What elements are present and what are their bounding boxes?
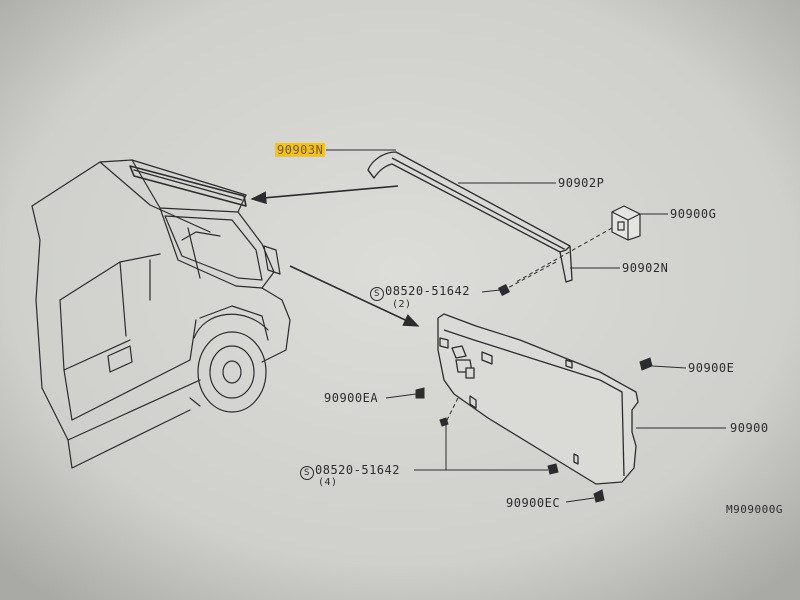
screw-top-part: 08520-51642 (385, 284, 470, 298)
screw-top (498, 284, 510, 296)
trim-panel (437, 313, 639, 485)
upper-trim-strip (367, 151, 573, 283)
callout-90903N: 90903N (275, 143, 326, 157)
callout-90900EA: 90900EA (324, 391, 379, 405)
screw-bottom-b (547, 463, 559, 475)
screw-bottom-symbol: S (300, 466, 314, 480)
arrow-to-trim (289, 265, 420, 327)
callout-90900EC: 90900EC (506, 496, 561, 510)
screw-bottom-a (439, 417, 449, 427)
clip-90900EC (593, 489, 605, 503)
clip-90900G (611, 205, 641, 241)
leader-lines (326, 149, 726, 503)
callout-90900E: 90900E (688, 361, 735, 375)
screw-bottom-part: 08520-51642 (315, 463, 400, 477)
clip-90900EA (415, 387, 425, 399)
callout-screw-top-qty: (2) (392, 299, 412, 310)
pointer-arrows (250, 185, 420, 327)
callout-90902P: 90902P (558, 176, 605, 190)
callout-screw-bottom-qty: (4) (318, 477, 338, 488)
fasteners (415, 357, 653, 503)
callout-90900: 90900 (730, 421, 769, 435)
callout-90900G: 90900G (670, 207, 717, 221)
callout-90902N: 90902N (622, 261, 669, 275)
vehicle-sketch (31, 159, 291, 469)
arrow-to-spoiler (250, 185, 399, 205)
screw-top-symbol: S (370, 287, 384, 301)
callout-90903N-text: 90903N (275, 143, 326, 157)
diagram-id: M909000G (726, 503, 783, 516)
